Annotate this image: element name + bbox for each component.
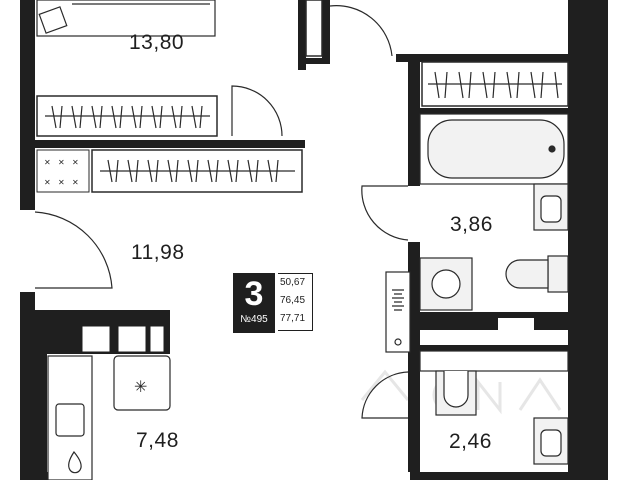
wall-closet-bottom — [298, 58, 330, 64]
wall-room1-bottom — [35, 140, 305, 148]
hob: ✕ ✕ ✕ ✕ ✕ ✕ — [36, 149, 90, 193]
svg-text:✕: ✕ — [58, 158, 65, 167]
left-wall-top — [20, 0, 35, 210]
wall-bath-wc — [408, 312, 568, 330]
sink-bath — [533, 183, 569, 231]
room-area-label: 3,86 — [450, 213, 493, 236]
desk — [36, 0, 216, 37]
apartment-areas: 50,67 76,45 77,71 — [278, 273, 313, 331]
door-room1 — [231, 85, 283, 137]
svg-text:✕: ✕ — [44, 158, 51, 167]
bathtub — [419, 113, 569, 185]
left-wall-stub — [35, 310, 47, 480]
wc-fixtures — [419, 350, 569, 465]
wall-bath-top — [396, 54, 568, 62]
wall-kitchen-top — [35, 310, 170, 316]
living-area: 50,67 — [280, 277, 306, 288]
closet-strip — [305, 0, 323, 57]
wall-bottom-right — [410, 472, 568, 480]
exterior-walls — [20, 0, 608, 480]
bath-niche — [498, 318, 534, 338]
svg-text:✕: ✕ — [72, 158, 79, 167]
apartment-badge: 3 №495 — [233, 273, 275, 333]
wardrobe-hangers — [45, 71, 562, 183]
apartment-number: №495 — [240, 314, 268, 325]
room-area-label: 2,46 — [449, 430, 492, 453]
room-count: 3 — [244, 275, 264, 313]
door-wc — [361, 371, 409, 419]
radiator — [385, 271, 411, 353]
kitchen-niches — [81, 325, 165, 353]
kitchen-fixtures: ✳ — [47, 355, 171, 480]
total-area: 76,45 — [280, 295, 306, 306]
total-area-with-balcony: 77,71 — [280, 313, 306, 324]
svg-text:✕: ✕ — [44, 178, 51, 187]
wall-wc-bottom — [420, 345, 568, 351]
doors — [34, 5, 409, 419]
room-area-label: 7,48 — [136, 429, 179, 452]
wall-bath-mid — [408, 108, 568, 114]
toilet-bath — [505, 255, 569, 293]
wall-closet-right — [322, 0, 330, 60]
room-area-label: 11,98 — [131, 241, 185, 264]
washing-machine — [419, 257, 473, 311]
left-wall-bottom — [20, 292, 35, 480]
wall-room1-right — [298, 0, 306, 70]
wall-bath-left-top — [408, 54, 420, 186]
svg-text:✕: ✕ — [58, 178, 65, 187]
door-room2 — [34, 211, 113, 289]
room-area-label: 13,80 — [129, 31, 185, 54]
door-closet — [329, 5, 393, 57]
right-wall — [568, 0, 608, 480]
wall-bath-left-lower — [408, 242, 420, 472]
svg-text:✳: ✳ — [134, 377, 147, 396]
svg-text:✕: ✕ — [72, 178, 79, 187]
door-bath — [361, 185, 409, 241]
